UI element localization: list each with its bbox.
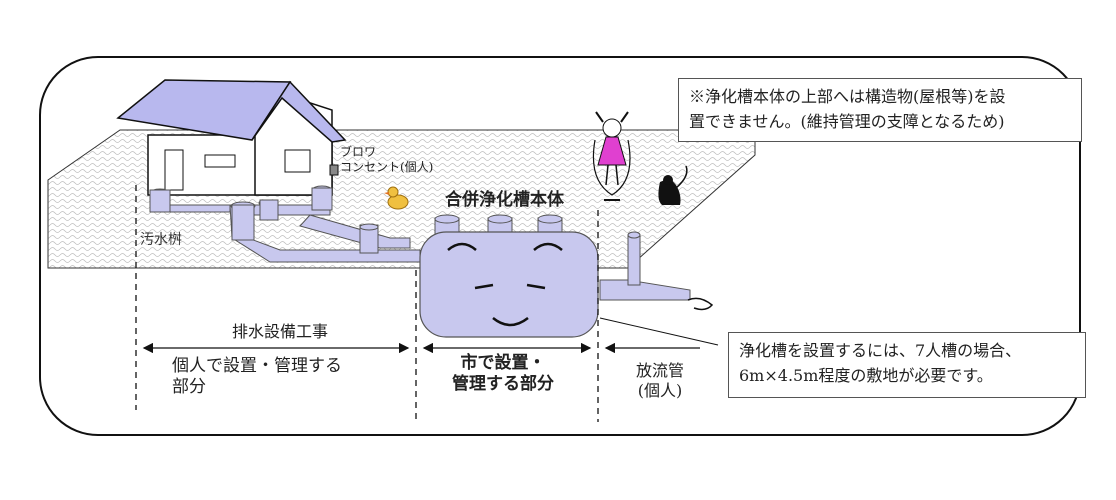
- drainage-work-label: 排水設備工事: [232, 322, 329, 341]
- top-note-box: ※浄化槽本体の上部へは構造物(屋根等)を設 置できません。(維持管理の支障となる…: [678, 78, 1082, 142]
- discharge-pipe-label: 放流管 (個人): [636, 361, 685, 400]
- duck-figure: [384, 186, 409, 210]
- girl-figure: [592, 111, 631, 201]
- cat-figure: [658, 165, 688, 205]
- note-leader: [599, 317, 719, 346]
- private-part-label: 個人で設置・管理する 部分: [172, 356, 342, 398]
- septic-tank: [419, 214, 599, 338]
- blower-outlet-label: ブロワ コンセント(個人): [340, 145, 434, 174]
- tank-title: 合併浄化槽本体: [445, 190, 564, 210]
- city-part-label: 市で設置・ 管理する部分: [452, 353, 554, 395]
- drain-pipes: [149, 185, 691, 301]
- house: [116, 79, 347, 196]
- discharge-outlet: [687, 297, 714, 311]
- sewage-basin-label: 汚水桝: [140, 232, 182, 248]
- bottom-note-box: 浄化槽を設置するには、7人槽の場合、 6m×4.5m程度の敷地が必要です。: [728, 332, 1086, 398]
